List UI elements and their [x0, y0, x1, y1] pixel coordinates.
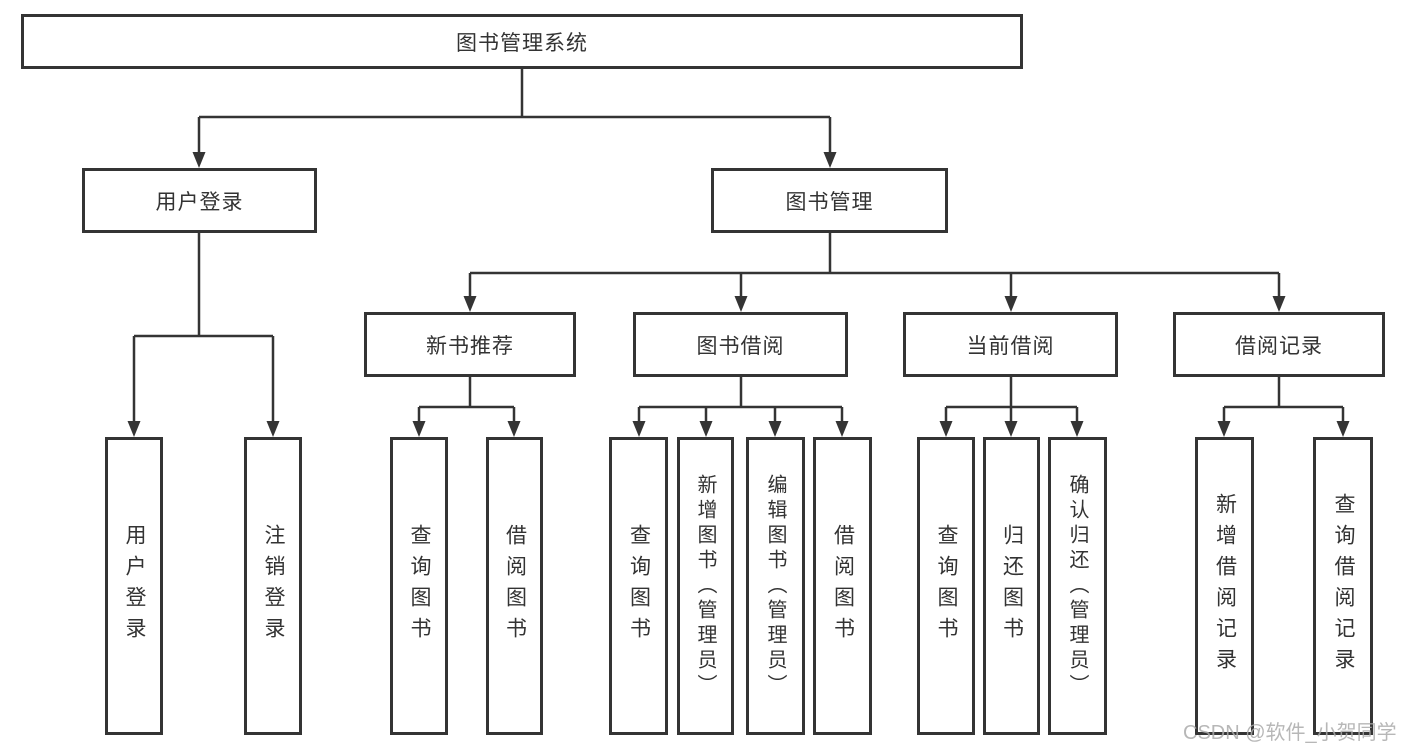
- arrowhead-icon: [734, 296, 748, 312]
- node-label: 新增图书（管理员）: [694, 473, 716, 699]
- node-label: 当前借阅: [966, 334, 1055, 358]
- arrowhead-icon: [1070, 421, 1084, 437]
- arrowhead-icon: [1004, 421, 1018, 437]
- arrowhead-icon: [823, 152, 837, 168]
- arrowhead-icon: [768, 421, 782, 437]
- node-label: 借阅图书: [503, 524, 527, 648]
- arrowhead-icon: [1336, 421, 1350, 437]
- arrowhead-icon: [1004, 296, 1018, 312]
- node-label: 借阅记录: [1235, 334, 1323, 358]
- node-label: 图书借阅: [696, 334, 785, 358]
- node-label: 新增借阅记录: [1213, 493, 1237, 679]
- node-label: 编辑图书（管理员）: [764, 473, 786, 699]
- leaf-logout-login: 注销登录: [244, 437, 302, 735]
- node-label: 确认归还（管理员）: [1066, 473, 1088, 699]
- leaf-query-books-borrowing: 查询图书: [609, 437, 668, 735]
- csdn-watermark: CSDN @软件_小贺同学: [1183, 722, 1397, 744]
- edge-root-to-level2: [197, 69, 832, 153]
- arrowhead-icon: [835, 421, 849, 437]
- arrowhead-icon: [192, 152, 206, 168]
- arrowhead-icon: [412, 421, 426, 437]
- node-label: 图书管理系统: [456, 31, 588, 55]
- edge-userlogin-to-leaves: [132, 233, 275, 422]
- edge-borrowing-to-leaves: [637, 377, 844, 422]
- arrowhead-icon: [1217, 421, 1231, 437]
- leaf-return-books: 归还图书: [983, 437, 1040, 735]
- arrowhead-icon: [1272, 296, 1286, 312]
- leaf-query-books-recommend: 查询图书: [390, 437, 448, 735]
- leaf-confirm-return-admin: 确认归还（管理员）: [1048, 437, 1107, 735]
- leaf-borrow-books-recommend: 借阅图书: [486, 437, 543, 735]
- leaf-query-borrow-record: 查询借阅记录: [1313, 437, 1373, 735]
- node-label: 用户登录: [155, 190, 244, 214]
- node-current-borrowing: 当前借阅: [903, 312, 1118, 377]
- edge-newbook-to-leaves: [417, 377, 516, 422]
- arrowhead-icon: [632, 421, 646, 437]
- leaf-add-borrow-record: 新增借阅记录: [1195, 437, 1254, 735]
- node-library-management-system: 图书管理系统: [21, 14, 1023, 69]
- edge-current-to-leaves: [944, 377, 1079, 422]
- node-label: 归还图书: [1000, 524, 1024, 648]
- node-borrowing-records: 借阅记录: [1173, 312, 1385, 377]
- node-book-management: 图书管理: [711, 168, 948, 233]
- arrowhead-icon: [127, 421, 141, 437]
- leaf-edit-books-admin: 编辑图书（管理员）: [746, 437, 805, 735]
- leaf-add-books-admin: 新增图书（管理员）: [677, 437, 734, 735]
- leaf-borrow-books-borrowing: 借阅图书: [813, 437, 872, 735]
- node-label: 查询借阅记录: [1332, 493, 1355, 679]
- leaf-query-books-current: 查询图书: [917, 437, 975, 735]
- arrowhead-icon: [463, 296, 477, 312]
- arrowhead-icon: [939, 421, 953, 437]
- leaf-user-login: 用户登录: [105, 437, 163, 735]
- edge-bookmgmt-to-level3: [468, 233, 1281, 297]
- node-label: 注销登录: [262, 524, 285, 648]
- node-label: 借阅图书: [831, 524, 855, 648]
- node-label: 查询图书: [408, 524, 431, 648]
- node-book-borrowing: 图书借阅: [633, 312, 848, 377]
- node-label: 图书管理: [785, 190, 874, 214]
- node-new-book-recommend: 新书推荐: [364, 312, 576, 377]
- node-label: 查询图书: [627, 524, 651, 648]
- node-user-login: 用户登录: [82, 168, 317, 233]
- edge-records-to-leaves: [1222, 377, 1345, 422]
- node-label: 新书推荐: [426, 334, 514, 358]
- node-label: 用户登录: [123, 524, 146, 648]
- arrowhead-icon: [699, 421, 713, 437]
- arrowhead-icon: [507, 421, 521, 437]
- node-label: 查询图书: [935, 524, 958, 648]
- arrowhead-icon: [266, 421, 280, 437]
